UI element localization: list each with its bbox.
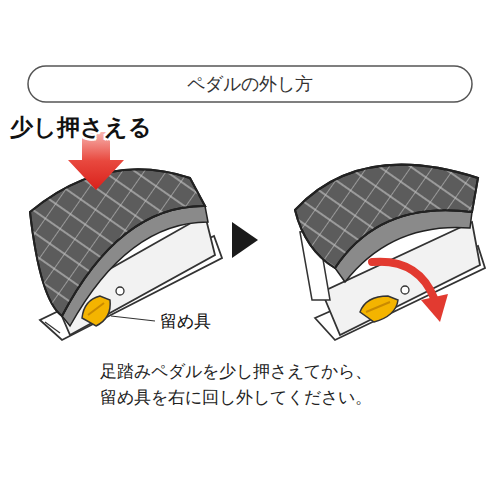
press-arrow (68, 132, 124, 190)
turn-arrowhead (421, 294, 448, 322)
step-arrow (232, 222, 258, 258)
turn-arrow (372, 262, 434, 298)
title-text: ペダルの外し方 (28, 66, 472, 102)
action-label: 少し押さえる (10, 112, 152, 143)
part-label: 留め具 (160, 310, 211, 333)
pedal-pressed (0, 140, 230, 340)
title-banner (28, 66, 472, 102)
pedal-lifted (280, 130, 490, 340)
leader-line (111, 316, 155, 321)
instruction-caption: 足踏みペダルを少し押さえてから、 留め具を右に回し外してください。 (100, 358, 430, 411)
